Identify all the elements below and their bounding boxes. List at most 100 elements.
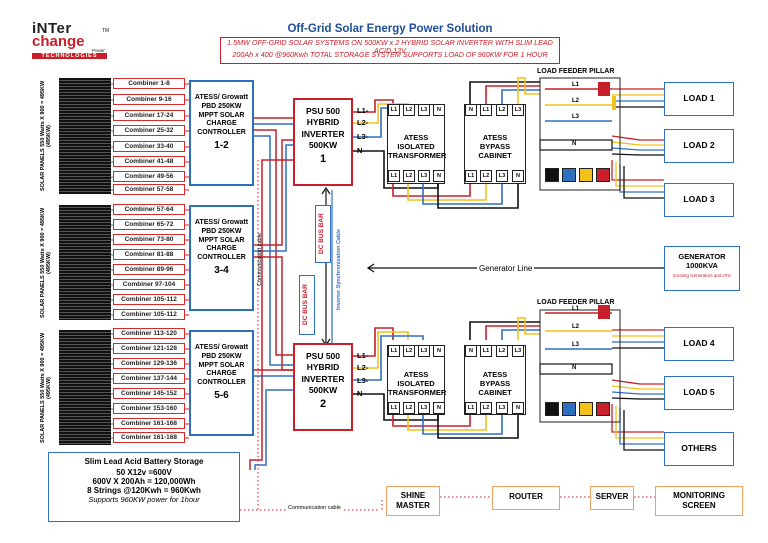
psu-line3: INVERTER [301,128,345,139]
combiner-box: Combiner 57-58 [113,184,185,195]
battery-title: Slim Lead Acid Battery Storage [84,457,204,466]
logo-technologies: TECHNOLOGIES [32,53,107,59]
psu-line3: INVERTER [301,373,345,384]
psu1-phase-n: N- [357,146,365,155]
terminal: L2 [403,402,415,414]
bypass-line3: CABINET [478,388,512,397]
psu-line2: HYBRID [306,362,340,373]
terminal: L1 [388,170,400,182]
terminal: L1 [465,170,477,182]
terminal: L1 [465,402,477,414]
feeder-breaker [596,402,610,416]
load-feeder-pillar-label-2: LOAD FEEDER PILLAR [537,299,615,306]
controller-number: 5-6 [214,389,229,401]
generator-line-label: Generator Line [477,264,535,273]
feeder-rail-label: L1 [572,82,580,88]
combiner-box: Combiner 33-40 [113,141,185,152]
combiner-box: Combiner 153-160 [113,403,185,414]
solar-panel-array-2 [59,205,111,320]
logo-line2: change [32,33,85,50]
transformer-line2: ISOLATED [397,379,435,388]
terminal: L2 [496,104,508,116]
bypass-line3: CABINET [478,151,512,160]
terminal: L2 [480,170,492,182]
combiner-box: Combiner 81-88 [113,249,185,260]
terminal: N [433,402,445,414]
combiner-box: Combiner 41-48 [113,156,185,167]
terminal: N [465,345,477,357]
transformer-line3: TRANSFORMER [388,388,447,397]
combiner-box: Combiner 137-144 [113,373,185,384]
terminal: N [465,104,477,116]
feeder-rail-label: L2 [572,324,580,330]
dc-bus-bar-label: DC BUS BAR [302,284,309,326]
server-box: SERVER [590,486,634,510]
terminal: L3 [512,345,524,357]
psu1-phase-l1: L1- [357,106,369,115]
charge-controller-5-6: ATESS/ Growatt PBD 250KW MPPT SOLAR CHAR… [189,330,254,436]
transformer-line1: ATESS [403,133,429,142]
combiner-box: Combiner 105-112 [113,294,185,305]
combiner-box: Combiner 25-32 [113,125,185,136]
combiner-box: Combiner 105-112 [113,309,185,320]
controller-desc: ATESS/ Growatt PBD 250KW MPPT SOLAR CHAR… [194,94,249,136]
terminal: N [433,170,445,182]
dc-bus-bar-lower: DC BUS BAR [299,275,315,335]
terminal: L2 [496,345,508,357]
load-5: LOAD 5 [664,376,734,410]
title-subtitle-2: 200Ah x 400 @960Kwh TOTAL STORAGE SYSTEM… [232,50,548,59]
bypass-line1: ATESS [482,133,508,142]
psu-line2: HYBRID [306,117,340,128]
battery-line2: 600V X 200Ah = 120,000Wh [92,477,196,486]
feeder-breaker [545,168,559,182]
combiner-box: Combiner 161-168 [113,432,185,443]
terminal: N [512,402,524,414]
feeder-rail-label: L3 [572,342,580,348]
feeder-rail-label: L3 [572,114,580,120]
load-2: LOAD 2 [664,129,734,163]
combiner-box: Combiner 129-136 [113,358,185,369]
terminal: L3 [418,345,430,357]
feeder-breaker [579,168,593,182]
logo-line1: iNTer [32,20,72,37]
bypass-line2: BYPASS [479,142,511,151]
charge-controller-3-4: ATESS/ Growatt PBD 250KW MPPT SOLAR CHAR… [189,205,254,311]
combiner-box: Combiner 49-56 [113,171,185,182]
terminal: N [512,170,524,182]
controller-desc: ATESS/ Growatt PBD 250KW MPPT SOLAR CHAR… [194,344,249,386]
terminal: L2 [480,402,492,414]
combiner-box: Combiner 89-96 [113,264,185,275]
psu-hybrid-inverter-2: PSU 500 HYBRID INVERTER 500KW 2 [293,343,353,431]
combiner-box: Combiner 97-104 [113,279,185,290]
terminal: L2 [403,104,415,116]
psu2-phase-l2: L2- [357,363,369,372]
psu-hybrid-inverter-1: PSU 500 HYBRID INVERTER 500KW 1 [293,98,353,186]
company-logo: iNTer change TM Power TECHNOLOGIES [32,20,112,68]
combiner-box: Combiner 1-8 [113,78,185,89]
feeder-breaker [545,402,559,416]
shine-master-box: SHINE MASTER [386,486,440,516]
feeder-breaker [562,168,576,182]
feeder-rail-label: L1 [572,306,580,312]
bypass-line2: BYPASS [479,379,511,388]
title-subtitle-1: 1.5MW OFF-GRID SOLAR SYSTEMS ON 500KW x … [227,38,553,56]
terminal: L2 [403,345,415,357]
controller-number: 1-2 [214,139,229,151]
feeder-breaker [562,402,576,416]
combiner-box: Combiner 17-24 [113,110,185,121]
solar-panel-label-3: SOLAR PANELS 550 Watts X 900 = 495KW (49… [40,332,52,444]
load-others: OTHERS [664,432,734,466]
generator-box: GENERATOR 1000KVA Existing Generators an… [664,246,740,291]
terminal: L1 [388,402,400,414]
solar-panel-label-2: SOLAR PANELS 550 Watts X 900 = 495KW (49… [40,207,52,319]
psu-number: 2 [319,397,327,410]
combiner-box: Combiner 65-72 [113,219,185,230]
psu-line1: PSU 500 [305,106,341,116]
bypass-line1: ATESS [482,370,508,379]
psu1-phase-l3: L3- [357,132,369,141]
terminal: L2 [403,170,415,182]
terminal: L3 [496,170,508,182]
transformer-line1: ATESS [403,370,429,379]
load-feeder-pillar-label-1: LOAD FEEDER PILLAR [537,68,615,75]
